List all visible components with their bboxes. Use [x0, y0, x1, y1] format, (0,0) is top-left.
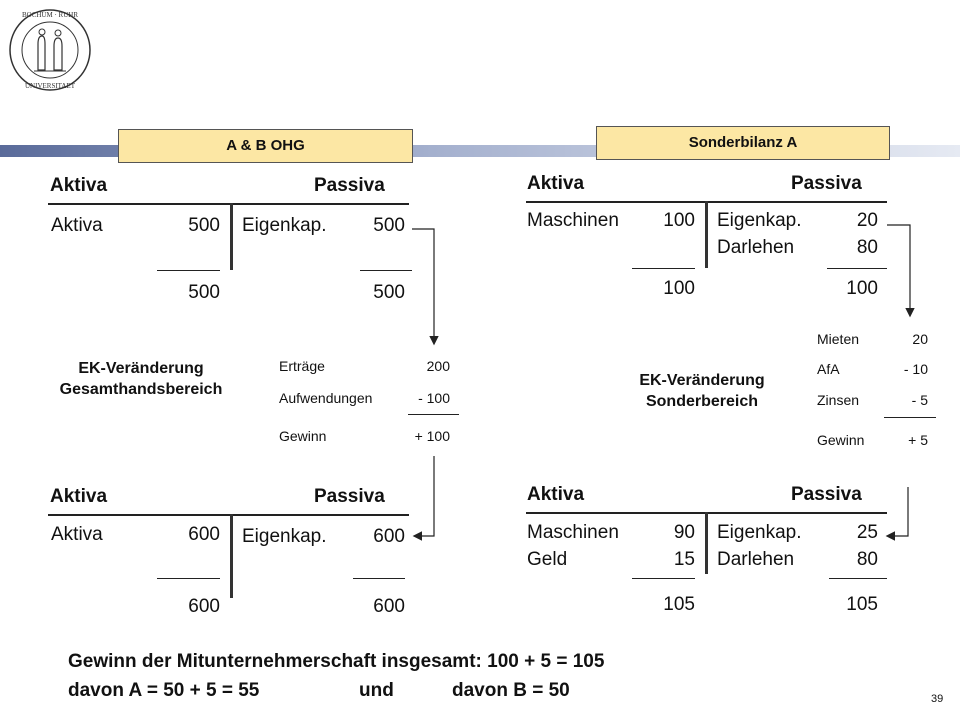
ek-left-title-line1: EK-Veränderung: [78, 360, 204, 377]
ek-right-title-line1: EK-Veränderung: [639, 372, 765, 389]
ek-right-item-value: - 10: [903, 361, 928, 377]
l2-p-sum-rule: [353, 578, 405, 579]
ek-right-title: EK-Veränderung Sonderbereich: [597, 370, 807, 412]
l2-p-total: 600: [373, 596, 405, 617]
ek-right-item-label: Zinsen: [817, 392, 860, 408]
l1-p-sum-rule: [360, 270, 412, 271]
university-seal-logo: BOCHUM · RUHR UNIVERSITAET: [8, 8, 92, 92]
l1-a-total: 500: [188, 282, 220, 303]
r1-a-total: 100: [663, 278, 695, 299]
ohg-label: A & B OHG: [226, 137, 305, 154]
footer-line2-b: und: [359, 680, 394, 701]
ek-left-result-value: + 100: [414, 428, 450, 444]
r2-a-total: 105: [663, 594, 695, 615]
footer-line1: Gewinn der Mitunternehmerschaft insgesam…: [68, 651, 605, 672]
l2-a-sum-rule: [157, 578, 220, 579]
l2-a-label: Aktiva: [51, 524, 103, 545]
r1-row1-a-label: Maschinen: [527, 210, 619, 231]
ek-right-item-label: Mieten: [817, 331, 860, 347]
ek-left-title: EK-Veränderung Gesamthandsbereich: [30, 358, 252, 400]
r2-row1-a-label: Maschinen: [527, 522, 619, 543]
r2-row1-p-label: Eigenkap.: [717, 522, 802, 543]
ek-right-result-value: + 5: [908, 432, 928, 448]
ek-right-title-line2: Sonderbereich: [645, 393, 759, 410]
r2-p-sum-rule: [829, 578, 887, 579]
r1-row1-p-val: 20: [856, 210, 878, 231]
sonderbilanz-label: Sonderbilanz A: [688, 134, 798, 151]
svg-text:BOCHUM · RUHR: BOCHUM · RUHR: [22, 11, 78, 19]
ek-left-item-value: - 100: [418, 390, 450, 406]
ohg-label-box: A & B OHG: [118, 129, 413, 163]
footer-line2-a: davon A = 50 + 5 = 55: [68, 680, 260, 701]
r1-a-sum-rule: [632, 268, 695, 269]
ek-right-result-label: Gewinn: [817, 432, 865, 448]
l1-a-label: Aktiva: [51, 215, 103, 236]
r2-row2-a-val: 15: [673, 549, 695, 570]
r1-aktiva-header: Aktiva: [527, 173, 585, 194]
sonderbilanz-label-box: Sonderbilanz A: [596, 126, 890, 160]
ek-left-item-label: Erträge: [279, 358, 325, 374]
r1-row2-p-val: 80: [856, 237, 878, 258]
footer-line2-c: davon B = 50: [452, 680, 570, 701]
ek-right-item-label: AfA: [817, 361, 840, 377]
ek-left-item-label: Aufwendungen: [279, 390, 373, 406]
seal-icon: BOCHUM · RUHR UNIVERSITAET: [9, 9, 91, 91]
ek-left-item-value: 200: [426, 358, 450, 374]
l1-center-rule: [230, 203, 233, 270]
arrow-right-bottom: [885, 487, 909, 541]
r2-a-sum-rule: [632, 578, 695, 579]
l1-top-rule: [48, 203, 409, 205]
l2-center-rule: [230, 514, 233, 598]
ek-right-item-value: - 5: [911, 392, 928, 408]
r2-row2-p-val: 80: [856, 549, 878, 570]
r2-passiva-header: Passiva: [791, 484, 862, 505]
l1-p-label: Eigenkap.: [242, 215, 327, 236]
l2-a-val: 600: [188, 524, 220, 545]
r2-p-total: 105: [846, 594, 878, 615]
r2-row1-p-val: 25: [856, 522, 878, 543]
l2-top-rule: [48, 514, 409, 516]
l2-a-total: 600: [188, 596, 220, 617]
svg-text:UNIVERSITAET: UNIVERSITAET: [25, 82, 76, 90]
arrow-left-bottom: [412, 456, 435, 541]
l1-p-val: 500: [373, 215, 405, 236]
ek-left-title-line2: Gesamthandsbereich: [59, 381, 223, 398]
l1-p-total: 500: [373, 282, 405, 303]
ek-left-result-label: Gewinn: [279, 428, 327, 444]
r1-p-sum-rule: [827, 268, 887, 269]
r1-row2-p-label: Darlehen: [717, 237, 795, 258]
l2-passiva-header: Passiva: [314, 486, 385, 507]
l1-aktiva-header: Aktiva: [50, 175, 108, 196]
arrow-right-top: [887, 224, 915, 318]
r2-aktiva-header: Aktiva: [527, 484, 585, 505]
l2-aktiva-header: Aktiva: [50, 486, 108, 507]
r1-passiva-header: Passiva: [791, 173, 862, 194]
page-number: 39: [931, 693, 944, 705]
l1-a-val: 500: [188, 215, 220, 236]
arrow-left-top: [412, 228, 439, 346]
r1-p-total: 100: [846, 278, 878, 299]
ek-right-sum-rule: [884, 417, 936, 418]
r1-center-rule: [705, 201, 708, 268]
ek-left-sum-rule: [408, 414, 459, 415]
r2-row2-a-label: Geld: [527, 549, 568, 570]
r1-row1-p-label: Eigenkap.: [717, 210, 802, 231]
r2-row1-a-val: 90: [673, 522, 695, 543]
ek-right-item-value: 20: [912, 331, 928, 347]
l2-p-label: Eigenkap.: [242, 526, 327, 547]
r1-row1-a-val: 100: [663, 210, 695, 231]
l1-passiva-header: Passiva: [314, 175, 385, 196]
l1-a-sum-rule: [157, 270, 220, 271]
r2-center-rule: [705, 512, 708, 574]
l2-p-val: 600: [373, 526, 405, 547]
r2-row2-p-label: Darlehen: [717, 549, 795, 570]
